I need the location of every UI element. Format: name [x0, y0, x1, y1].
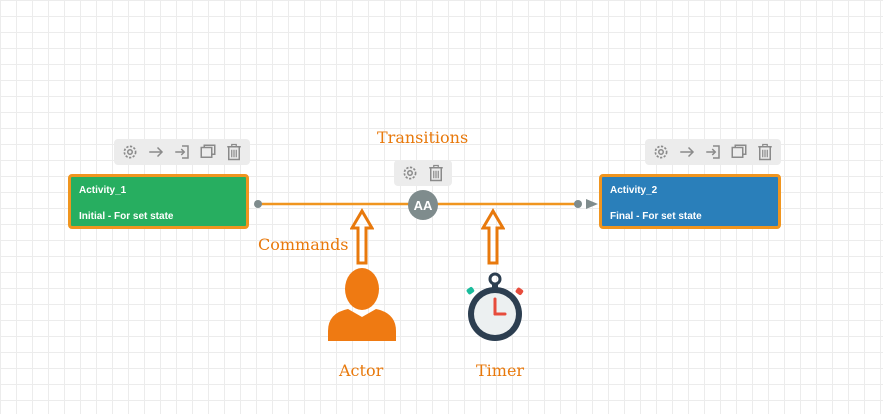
edge-start-dot[interactable]	[254, 200, 262, 208]
copy-icon[interactable]	[727, 140, 751, 164]
transition-toolbar	[394, 160, 452, 186]
activity-2-state: Final - For set state	[610, 211, 702, 222]
activity-1-name: Activity_1	[79, 185, 127, 196]
trash-icon[interactable]	[753, 140, 777, 164]
transitions-annotation: Transitions	[377, 128, 469, 147]
gear-icon[interactable]	[649, 140, 673, 164]
person-icon	[328, 268, 396, 341]
activity-1-node[interactable]: Activity_1 Initial - For set state	[68, 174, 249, 229]
enter-icon[interactable]	[170, 140, 194, 164]
enter-icon[interactable]	[701, 140, 725, 164]
transition-badge[interactable]	[408, 190, 438, 220]
trash-icon[interactable]	[424, 161, 448, 185]
transition-badge-label: AA	[414, 198, 433, 213]
gear-icon[interactable]	[398, 161, 422, 185]
activity-1-toolbar	[114, 139, 250, 165]
arrow-right-icon[interactable]	[144, 140, 168, 164]
actor-annotation: Actor	[339, 361, 384, 380]
edge-end-dot[interactable]	[574, 200, 582, 208]
timer-annotation: Timer	[476, 361, 525, 380]
copy-icon[interactable]	[196, 140, 220, 164]
commands-annotation: Commands	[258, 235, 349, 254]
stopwatch-icon	[466, 272, 524, 341]
activity-2-toolbar	[645, 139, 781, 165]
activity-2-node[interactable]: Activity_2 Final - For set state	[599, 174, 781, 229]
arrow-right-icon[interactable]	[675, 140, 699, 164]
edge-arrowhead	[586, 199, 598, 209]
up-arrow-icon	[481, 208, 505, 265]
up-arrow-icon	[350, 208, 374, 265]
activity-1-state: Initial - For set state	[79, 211, 174, 222]
activity-2-name: Activity_2	[610, 185, 658, 196]
gear-icon[interactable]	[118, 140, 142, 164]
trash-icon[interactable]	[222, 140, 246, 164]
